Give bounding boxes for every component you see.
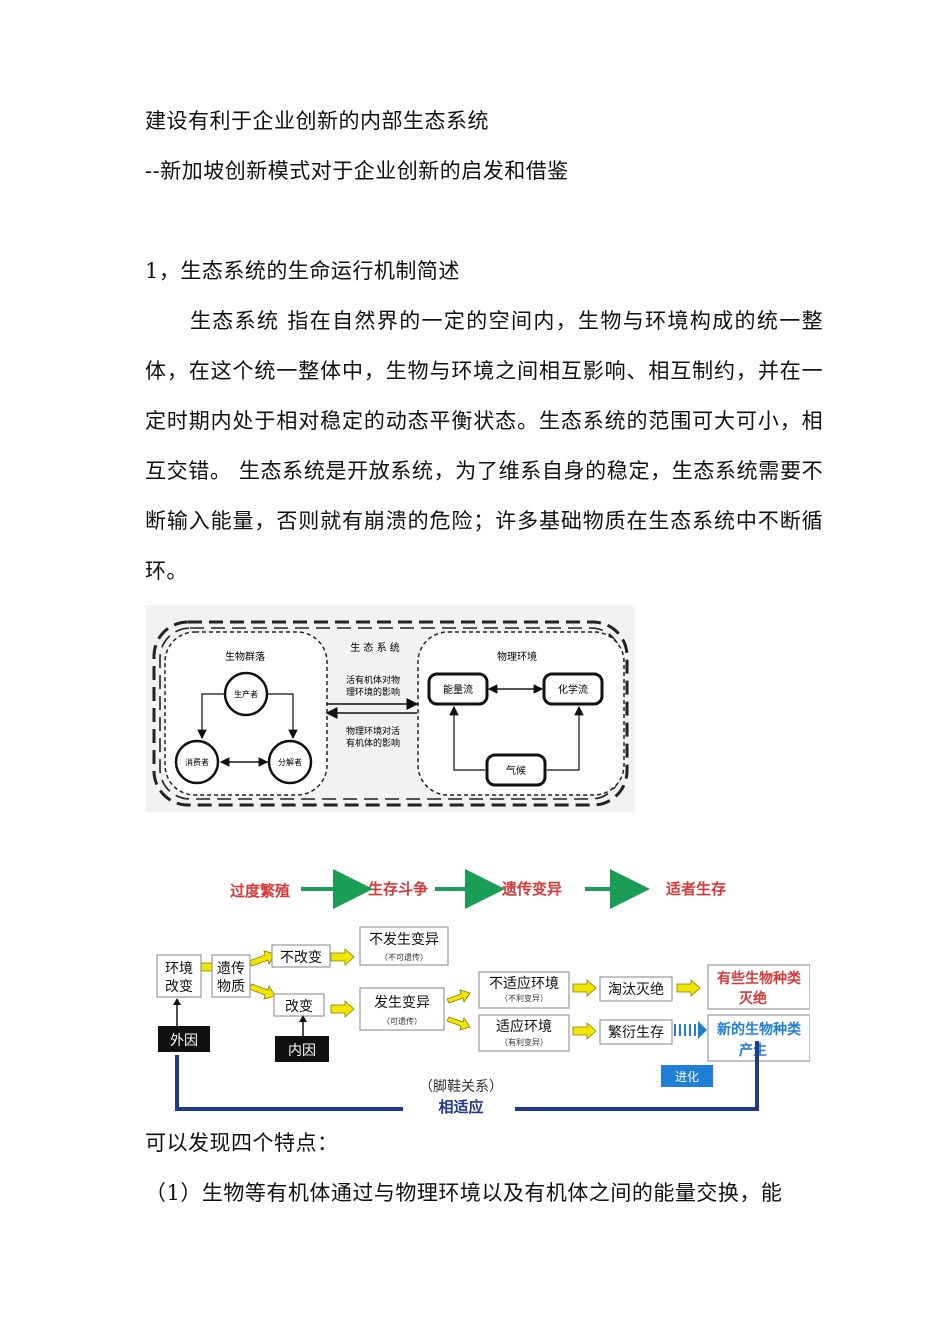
env-change-text-1: 环境 [165,961,193,977]
energy-flow-node [427,672,489,706]
energy-flow-label: 能量流 [443,683,473,696]
arrow-bottom-label-1: 物理环境对活 [346,725,400,737]
extinct-text: 淘汰灭绝 [608,982,664,998]
section-heading: 1，生态系统的生命运行机制简述 [145,259,460,283]
evolution-diagram: 过度繁殖 生存斗争 遗传变异 适者生存 [145,869,811,1121]
maladapt-note: （不利变异） [500,993,548,1003]
survive-box [599,1019,673,1045]
adapt-note: （有利变异） [500,1037,548,1047]
relation-text: （脚鞋关系） [419,1079,503,1095]
step-overbreed: 过度繁殖 [230,882,290,900]
climate-label: 气候 [506,764,526,777]
consumer-label: 消费者 [185,757,209,767]
genetic-text-1: 遗传 [217,961,245,977]
biocommunity-label: 生物群落 [225,650,265,663]
step-variation: 遗传变异 [501,880,562,898]
extinct-box [599,976,673,1002]
step-struggle: 生存斗争 [368,880,428,898]
maladapt-box [478,971,570,1009]
variation-box [359,987,445,1031]
change-text: 改变 [285,999,313,1015]
new-species-text-1: 新的生物种类 [717,1021,802,1038]
adaptation-text: 相适应 [438,1098,483,1116]
adapt-box [478,1014,570,1052]
arrow-bottom-label-2: 有机体的影响 [346,737,400,749]
variation-note: （可遗传） [382,1016,422,1026]
new-species-text-2: 产生 [739,1042,767,1059]
genetic-box [211,954,251,998]
step-survival: 适者生存 [666,880,726,898]
document-subtitle: --新加坡创新模式对于企业创新的启发和借鉴 [145,159,569,183]
arrow-top-label-1: 活有机体对物 [346,674,400,686]
physical-env-label: 物理环境 [497,650,537,663]
species-extinct-box [707,964,811,1010]
producer-label: 生产者 [234,689,258,699]
no-change-text: 不改变 [280,950,322,966]
climate-node [485,753,547,787]
adapt-text: 适应环境 [496,1018,552,1035]
internal-cause-box [275,1036,329,1062]
env-change-text-2: 改变 [165,979,193,995]
feature-1: （1）生物等有机体通过与物理环境以及有机体之间的能量交换，能 [145,1181,783,1205]
no-variation-text: 不发生变异 [369,932,439,948]
variation-text: 发生变异 [374,995,430,1011]
species-extinct-text-2: 灭绝 [738,990,767,1007]
survive-text: 繁衍生存 [608,1025,664,1041]
features-intro: 可以发现四个特点： [145,1131,339,1155]
document-title: 建设有利于企业创新的内部生态系统 [145,109,489,133]
internal-cause-text: 内因 [288,1043,316,1059]
no-variation-box [359,926,449,966]
no-variation-note: （不可遗传） [380,952,428,962]
outer-border [152,620,629,807]
paragraph-ecosystem: 生态系统 指在自然界的一定的空间内，生物与环境构成的统一整体，在这个统一整体中，… [145,296,823,596]
arrow-top-label-2: 理环境的影响 [346,686,400,698]
chemical-flow-node [542,672,604,706]
species-extinct-text-1: 有些生物种类 [717,970,802,987]
maladapt-text: 不适应环境 [489,975,559,992]
evolution-text: 进化 [675,1070,699,1084]
ecosystem-diagram: 生 态 系 统 生物群落 物理环境 生产者 消费者 分解者 活有机体对物 理环境… [145,605,635,812]
paragraph-text: 生态系统 指在自然界的一定的空间内，生物与环境构成的统一整体，在这个统一整体中，… [145,309,823,583]
env-change-box [156,954,202,998]
chemical-flow-label: 化学流 [558,683,588,696]
genetic-text-2: 物质 [217,979,245,995]
external-cause-box [158,1026,210,1052]
decomposer-label: 分解者 [278,757,302,767]
no-change-box [271,944,331,968]
diagram-title: 生 态 系 统 [350,641,400,654]
external-cause-text: 外因 [170,1033,198,1049]
consumer-node [174,739,220,785]
change-box [273,993,325,1017]
evolution-box [661,1065,713,1087]
